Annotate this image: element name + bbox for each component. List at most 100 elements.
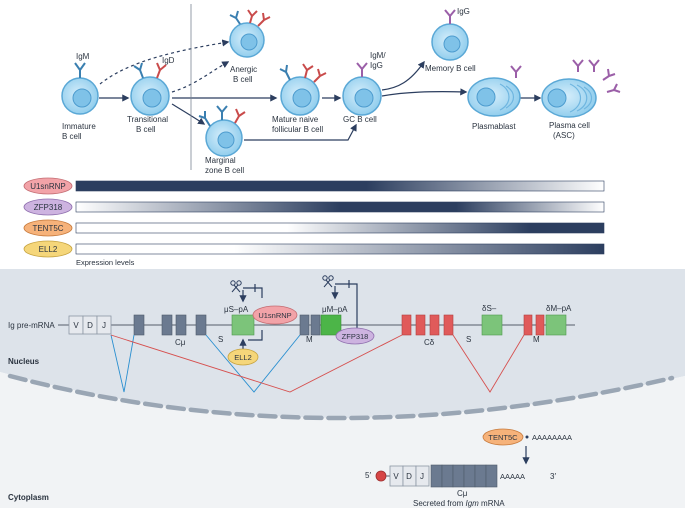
factor-label: ELL2 [39,245,58,254]
scissors-icon [322,275,334,288]
igm-receptor-icon [279,64,291,81]
anergic-b-cell: Anergic B cell [229,9,271,84]
cdelta-label: Cδ [424,338,435,347]
gc-label: GC B cell [343,115,377,124]
factor-label: ZFP318 [34,203,63,212]
cdelta-exons [401,314,454,336]
three-prime-label: 3′ [550,472,556,481]
s-label-1: S [218,335,223,344]
ell2-factor: ELL2 [227,348,259,366]
scissors-icon [230,280,242,293]
igd-receptor-icon [247,9,271,27]
immature-b-cell: IgM Immature B cell [61,52,99,141]
cmu-exons [133,314,207,336]
u1snrnp-label: U1snRNP [258,311,291,320]
five-prime-label: 5′ [365,471,371,480]
mu-s-pa-label: μS–pA [224,305,249,314]
arrow-gc-to-plasmablast [381,88,468,97]
mature-label-line2: follicular B cell [272,125,323,134]
mu-s-pa-exon [231,314,255,336]
plasma-label-line2: (ASC) [553,131,575,140]
mature-label-line1: Mature naive [272,115,319,124]
arrow-transitional-to-marginal [171,103,206,125]
vdj-segments: V D J [68,315,112,335]
mature-follicular-b-cell: Mature naive follicular B cell [272,63,327,134]
m-label-2: M [533,335,540,344]
transitional-label-line2: B cell [136,125,156,134]
igm-receptor-icon [229,10,241,25]
mrna-caption: Secreted from Igm mRNA [413,499,505,508]
plasmablast-cell: Plasmablast [467,65,522,131]
plasmablast-label: Plasmablast [472,122,516,131]
zfp318-factor: ZFP318 [335,327,375,345]
anergic-label-line1: Anergic [230,65,257,74]
cmu-label: Cμ [175,338,186,347]
igg-receptor-icon [444,9,456,24]
s-label-2: S [466,335,471,344]
factor-ell2: ELL2 [23,240,605,258]
igm-receptor-icon [198,105,228,127]
factor-label: U1snRNP [30,182,66,191]
memory-label: Memory B cell [425,64,476,73]
nucleus-region [0,269,685,418]
nuclear-envelope [7,373,675,421]
u1snrnp-factor: U1snRNP [252,305,298,325]
v-label: V [393,472,399,481]
cmu-mrna-exons [430,464,498,488]
mu-m-exons [299,314,321,336]
splice-vdj-cmu [110,334,135,393]
arrow-marginal-to-gc [244,123,357,141]
expression-bar [75,222,605,234]
cap-icon [375,470,387,482]
d-label: D [87,321,93,330]
delta-m-exons [523,314,545,336]
zfp318-inhibition-line [335,283,358,332]
splice-s-m-delta [452,334,525,393]
mu-m-pa-exon [320,314,342,336]
cell-compartments: Nucleus Cytoplasm [0,269,685,508]
delta-s-label: δS– [482,304,497,313]
delta-m-pa-exon [545,314,567,336]
igm-label: IgM [76,52,90,61]
igg-label: IgG [457,7,470,16]
factor-label: TENT5C [32,224,63,233]
d-label: D [406,472,412,481]
marginal-label-line2: zone B cell [205,166,244,175]
expression-panel: U1snRNP ZFP318 TENT5C ELL2 Expression le… [23,177,605,267]
marginal-label-line1: Marginal [205,156,236,165]
m-label-1: M [306,335,313,344]
splicing-lines [110,334,525,393]
pre-mrna-label: Ig pre-mRNA [8,321,55,330]
delta-s-exon [481,314,503,336]
nucleus-label: Nucleus [8,357,40,366]
u1snrnp-link [248,330,263,341]
igm-receptor-icon [74,62,86,78]
cmu-label: Cμ [457,489,468,498]
arrow-gc-to-memory [381,60,425,91]
expression-levels-label: Expression levels [76,258,135,267]
immature-label-line1: Immature [62,122,96,131]
arrow-transitional-to-anergic [171,61,230,93]
factor-zfp318: ZFP318 [23,198,605,216]
igd-receptor-icon [234,108,246,124]
igm-igg-label-line2: IgG [370,61,383,70]
transitional-b-cell: IgD Transitional B cell [127,56,175,134]
igd-receptor-icon [156,62,167,79]
expression-bar [75,243,605,255]
memory-b-cell: IgG Memory B cell [425,7,476,73]
development-arrows [99,39,542,141]
ell2-label: ELL2 [234,353,252,362]
transitional-label-line1: Transitional [127,115,168,124]
delta-m-pa-label: δM–pA [546,304,572,313]
igm-igg-label-line1: IgM/ [370,51,386,60]
splice-vdj-cdelta [110,334,403,393]
igg-secreted-icon [572,59,621,93]
polya-long-label: AAAAAAAA [532,433,572,442]
cytoplasm-label: Cytoplasm [8,493,49,502]
zfp318-label: ZFP318 [342,332,369,341]
igg-receptor-icon [356,62,368,77]
j-label: J [420,472,424,481]
plasma-label-line1: Plasma cell [549,121,590,130]
